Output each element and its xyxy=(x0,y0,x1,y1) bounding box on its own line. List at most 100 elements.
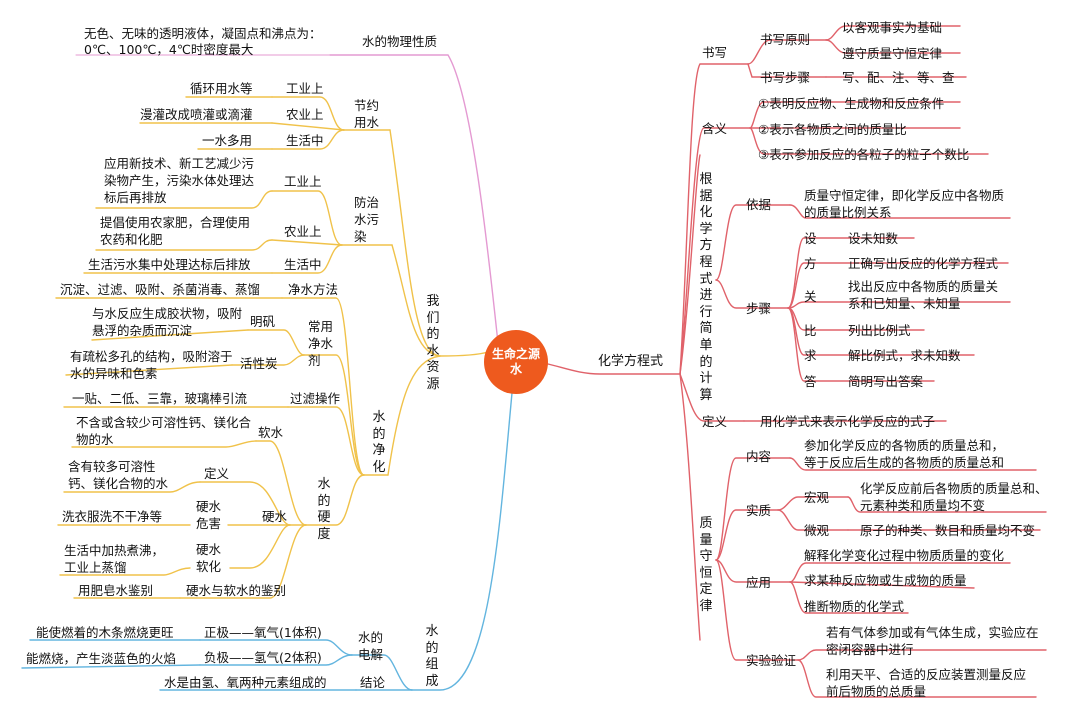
step-key-4: 比 xyxy=(804,323,817,338)
experiment-label: 实验验证 xyxy=(746,653,797,668)
negative-pole: 负极——氢气(2体积) xyxy=(204,650,322,665)
agents-label[interactable]: 常用净水剂 xyxy=(308,319,334,368)
positive-pole: 正极——氧气(1体积) xyxy=(204,625,322,640)
conclusion-text: 水是由氢、氧两种元素组成的 xyxy=(164,675,327,690)
equation-label[interactable]: 化学方程式 xyxy=(598,354,664,369)
hard-definition-label: 定义 xyxy=(204,466,230,481)
step-text-5: 解比例式，求未知数 xyxy=(848,348,961,363)
definition-label[interactable]: 定义 xyxy=(702,414,728,429)
hard-water-label: 硬水 xyxy=(262,509,288,524)
experiment-item-1: 若有气体参加或有气体生成，实验应在密闭容器中进行 xyxy=(826,625,1039,657)
writing-steps-text: 写、配、注、等、查 xyxy=(842,70,955,85)
center-title: 生命之源 xyxy=(491,347,540,361)
connector-resources xyxy=(55,96,489,599)
filter-text: 一贴、二低、三靠，玻璃棒引流 xyxy=(72,391,248,406)
negative-pole-text: 能燃烧，产生淡蓝色的火焰 xyxy=(26,651,177,666)
step-text-6: 简明写出答案 xyxy=(848,374,924,389)
center-node[interactable]: 生命之源 水 xyxy=(484,330,548,394)
hard-soften-label: 硬水软化 xyxy=(196,542,222,574)
pollution-field-industry: 工业上 xyxy=(284,174,322,189)
save-field-industry: 工业上 xyxy=(286,81,324,96)
step-key-3: 关 xyxy=(804,289,817,304)
save-water-label[interactable]: 节约用水 xyxy=(354,98,380,130)
center-subtitle: 水 xyxy=(509,362,522,376)
conclusion-label: 结论 xyxy=(360,675,386,690)
micro-text: 原子的种类、数目和质量均不变 xyxy=(860,523,1036,538)
pollution-text-life: 生活污水集中处理达标后排放 xyxy=(88,257,251,272)
step-text-3: 找出反应中各物质的质量关系和已知量、未知量 xyxy=(848,279,999,311)
composition-label[interactable]: 水的组成 xyxy=(425,624,439,689)
pollution-text-agriculture: 提倡使用农家肥，合理使用农药和化肥 xyxy=(100,215,251,247)
save-field-agriculture: 农业上 xyxy=(286,107,324,122)
physical-desc-line1: 无色、无味的透明液体，凝固点和沸点为： xyxy=(84,26,322,41)
application-label: 应用 xyxy=(746,575,772,590)
step-key-5: 求 xyxy=(804,348,817,363)
content-text: 参加化学反应的各物质的质量总和，等于反应后生成的各物质的质量总和 xyxy=(804,438,1005,470)
pollution-field-life: 生活中 xyxy=(284,257,322,272)
purify-label[interactable]: 水的净化 xyxy=(372,410,386,475)
connector-composition xyxy=(21,392,513,691)
distinguish-label: 硬水与软水的鉴别 xyxy=(186,583,287,598)
save-text-life: 一水多用 xyxy=(202,133,253,148)
agent-alum-name: 明矾 xyxy=(250,314,276,329)
conservation-label[interactable]: 质量守恒定律 xyxy=(699,516,713,614)
step-key-6: 答 xyxy=(804,374,817,389)
step-key-1: 设 xyxy=(804,231,817,246)
content-label: 内容 xyxy=(746,449,772,464)
soft-water-label: 软水 xyxy=(258,425,284,440)
hard-harm-label: 硬水危害 xyxy=(196,499,222,531)
meaning-item-1: ①表明反应物、生成物和反应条件 xyxy=(758,96,945,111)
basis-text: 质量守恒定律，即化学反应中各物质的质量比例关系 xyxy=(804,188,1005,220)
meaning-item-3: ③表示参加反应的各粒子的粒子个数比 xyxy=(758,147,970,162)
application-item-2: 求某种反应物或生成物的质量 xyxy=(804,573,967,588)
step-text-1: 设未知数 xyxy=(848,231,899,246)
application-item-1: 解释化学变化过程中物质质量的变化 xyxy=(804,548,1005,563)
meaning-item-2: ②表示各物质之间的质量比 xyxy=(758,122,907,137)
save-field-life: 生活中 xyxy=(286,133,324,148)
positive-pole-text: 能使燃着的木条燃烧更旺 xyxy=(36,625,174,640)
methods-text: 沉淀、过滤、吸附、杀菌消毒、蒸馏 xyxy=(60,282,261,297)
agent-carbon-text: 有疏松多孔的结构，吸附溶于水的异味和色素 xyxy=(70,349,233,381)
step-key-2: 方 xyxy=(804,256,817,271)
essence-label: 实质 xyxy=(746,503,772,518)
hardness-label[interactable]: 水的硬度 xyxy=(317,477,331,542)
pollution-text-industry: 应用新技术、新工艺减少污染物产生，污染水体处理达标后再排放 xyxy=(104,156,255,205)
hard-definition-text: 含有较多可溶性钙、镁化合物的水 xyxy=(68,459,169,491)
physical-label[interactable]: 水的物理性质 xyxy=(362,34,438,49)
writing-label[interactable]: 书写 xyxy=(702,45,728,60)
save-text-agriculture: 漫灌改成喷灌或滴灌 xyxy=(140,107,253,122)
principle-item-1: 以客观事实为基础 xyxy=(842,20,943,35)
hard-harm-text: 洗衣服洗不干净等 xyxy=(62,509,163,524)
calc-steps-label: 步骤 xyxy=(746,301,772,316)
resources-label[interactable]: 我们的水资源 xyxy=(426,294,440,392)
filter-label: 过滤操作 xyxy=(290,391,341,406)
save-text-industry: 循环用水等 xyxy=(190,81,253,96)
methods-label: 净水方法 xyxy=(288,282,339,297)
physical-desc-line2: 0℃、100℃，4℃时密度最大 xyxy=(84,42,254,57)
writing-steps-label: 书写步骤 xyxy=(760,70,811,85)
macro-label: 宏观 xyxy=(804,490,830,505)
micro-label: 微观 xyxy=(804,523,830,538)
prevent-pollution-label[interactable]: 防治水污染 xyxy=(354,195,380,244)
connector-physical xyxy=(75,54,499,344)
application-item-3: 推断物质的化学式 xyxy=(804,599,905,614)
principle-item-2: 遵守质量守恒定律 xyxy=(842,46,943,61)
writing-principle-label: 书写原则 xyxy=(760,32,811,47)
hard-soften-text: 生活中加热煮沸，工业上蒸馏 xyxy=(64,543,165,575)
macro-text: 化学反应前后各物质的质量总和、元素种类和质量均不变 xyxy=(860,481,1048,513)
electrolysis-label[interactable]: 水的电解 xyxy=(358,630,384,662)
agent-alum-text: 与水反应生成胶状物，吸附悬浮的杂质而沉淀 xyxy=(92,306,243,338)
connector-equation xyxy=(547,25,1047,698)
step-text-4: 列出比例式 xyxy=(848,323,911,338)
definition-text: 用化学式来表示化学反应的式子 xyxy=(760,414,936,429)
agent-carbon-name: 活性炭 xyxy=(240,356,278,371)
step-text-2: 正确写出反应的化学方程式 xyxy=(848,256,999,271)
soft-water-text: 不含或含较少可溶性钙、镁化合物的水 xyxy=(76,415,252,447)
distinguish-text: 用肥皂水鉴别 xyxy=(78,583,154,598)
pollution-field-agriculture: 农业上 xyxy=(284,224,322,239)
calculation-label[interactable]: 根据化学方程式进行简单的计算 xyxy=(699,172,713,403)
basis-label: 依据 xyxy=(746,197,772,212)
meaning-label[interactable]: 含义 xyxy=(702,121,728,136)
